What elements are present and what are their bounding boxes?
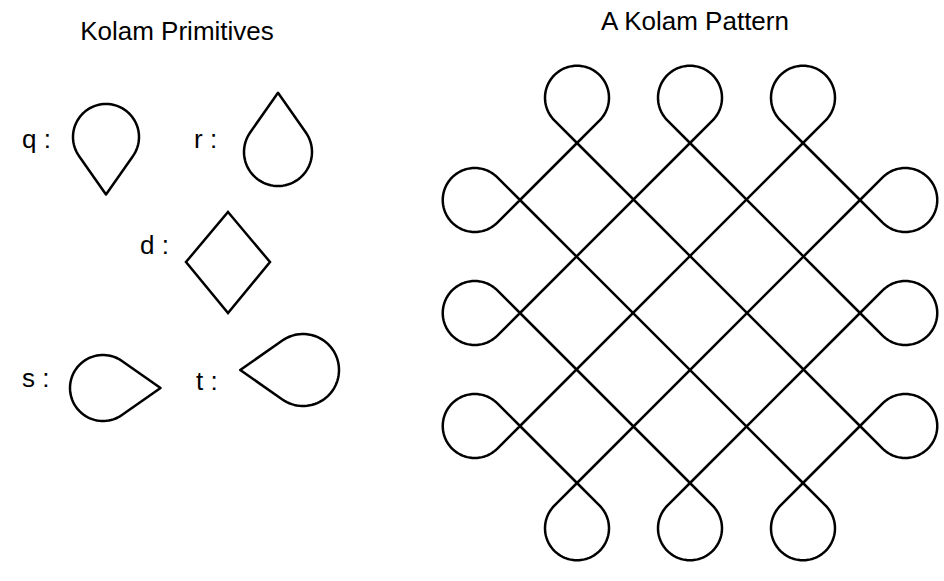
kolam-line xyxy=(690,143,860,313)
primitive-label: d : xyxy=(140,230,169,260)
kolam-loop xyxy=(771,66,835,143)
kolam-loop xyxy=(771,483,835,560)
primitive-label: q : xyxy=(22,124,51,154)
r-primitive xyxy=(244,93,312,186)
primitive-label: s : xyxy=(22,363,49,393)
kolam-loop xyxy=(545,66,609,143)
t-primitive xyxy=(240,334,339,406)
kolam-loop xyxy=(860,168,937,232)
kolam-loop xyxy=(658,66,722,143)
kolam-line xyxy=(520,143,690,313)
kolam-loop xyxy=(860,394,937,458)
kolam-line xyxy=(520,313,690,483)
kolam-line xyxy=(520,200,803,483)
kolam-loop xyxy=(443,168,520,232)
heading: Kolam Primitives xyxy=(80,16,274,46)
kolam-loop xyxy=(545,483,609,560)
kolam-loop xyxy=(860,281,937,345)
kolam-line xyxy=(577,143,860,426)
kolam-line xyxy=(803,143,860,200)
kolam-line xyxy=(803,426,860,483)
kolam-loop xyxy=(443,394,520,458)
kolam-line xyxy=(520,143,577,200)
diamond-primitive xyxy=(186,212,270,313)
kolam-line xyxy=(520,426,577,483)
kolam-line xyxy=(690,313,860,483)
kolam-loop xyxy=(658,483,722,560)
s-primitive xyxy=(70,355,161,421)
kolam-loop xyxy=(443,281,520,345)
primitive-label: t : xyxy=(196,366,218,396)
kolam-line xyxy=(577,200,860,483)
primitive-label: r : xyxy=(194,124,217,154)
heading: A Kolam Pattern xyxy=(601,6,789,36)
kolam-line xyxy=(520,143,803,426)
q-primitive xyxy=(73,104,139,195)
